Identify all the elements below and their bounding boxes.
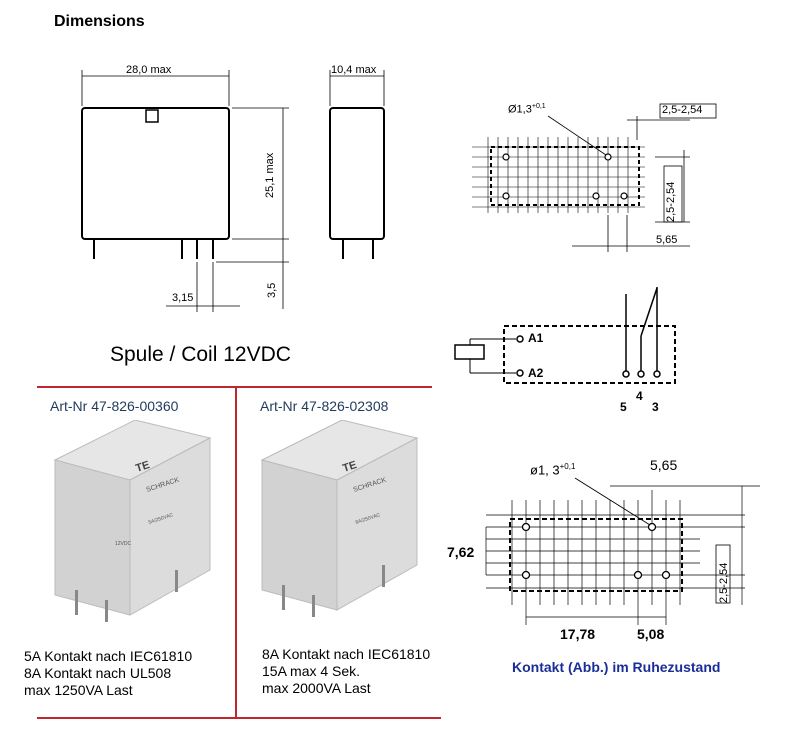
relay-end-view xyxy=(329,107,385,259)
pcb-bottom-left-dim: 7,62 xyxy=(447,544,475,560)
terminal-a1-label: A1 xyxy=(528,331,544,345)
relay-photo-1: TE SCHRACK 5A/250VAC 12VDC xyxy=(53,420,212,622)
svg-text:TE: TE xyxy=(341,459,358,475)
spec-line: max 1250VA Last xyxy=(24,682,133,698)
spec-line: 8A Kontakt nach IEC61810 xyxy=(262,646,431,662)
pin-length-label: 3,5 xyxy=(266,282,278,298)
coil-title: Spule / Coil 12VDC xyxy=(110,343,291,366)
spec-line: 15A max 4 Sek. xyxy=(262,663,361,679)
pcb-bottom-right-dim: 2,5-2,54 xyxy=(718,562,730,603)
pin-3-label: 3 xyxy=(652,400,659,414)
pcb-bottom-dim-b: 5,08 xyxy=(637,626,665,642)
pcb-bottom-dim-a: 17,78 xyxy=(560,626,596,642)
product-1-specs: 5A Kontakt nach IEC61810 8A Kontakt nach… xyxy=(24,648,192,699)
pcb-top-pitch-label: 2,5-2,54 xyxy=(662,104,703,116)
relay-side-view xyxy=(81,107,230,259)
pin-4-label: 4 xyxy=(636,389,643,403)
divider-lines xyxy=(37,386,441,719)
pcb-layout-bottom xyxy=(485,477,760,625)
side-height-label: 25,1 max xyxy=(264,152,276,198)
svg-text:TE: TE xyxy=(134,459,151,475)
kontakt-note: Kontakt (Abb.) im Ruhezustand xyxy=(512,659,721,675)
product-2-specs: 8A Kontakt nach IEC61810 15A max 4 Sek. … xyxy=(262,646,430,697)
spec-line: max 2000VA Last xyxy=(262,680,371,696)
relay-schematic xyxy=(454,287,676,384)
pin-offset-label: 3,15 xyxy=(172,292,194,304)
page-title: Dimensions xyxy=(54,13,145,30)
pcb-top-hole-label: Ø1,3+0,1 xyxy=(508,103,546,116)
product-1-artnr: Art-Nr 47-826-00360 xyxy=(50,398,179,414)
side-width-label: 28,0 max xyxy=(126,64,172,76)
pcb-layout-top xyxy=(472,103,717,252)
pin-5-label: 5 xyxy=(620,400,627,414)
photo-1-voltage: 12VDC xyxy=(115,541,132,547)
terminal-a2-label: A2 xyxy=(528,366,544,380)
pcb-top-offset-label: 5,65 xyxy=(656,234,678,246)
relay-photo-2: TE SCHRACK 8A/250VAC xyxy=(260,420,419,617)
pcb-top-vpitch-label: 2,5-2,54 xyxy=(665,181,677,222)
product-2-artnr: Art-Nr 47-826-02308 xyxy=(260,398,389,414)
end-width-label: 10,4 max xyxy=(331,64,377,76)
pcb-bottom-hole-label: ø1, 3+0,1 xyxy=(530,462,576,478)
spec-line: 8A Kontakt nach UL508 xyxy=(24,665,172,681)
pcb-bottom-top-dim: 5,65 xyxy=(650,457,678,473)
spec-line: 5A Kontakt nach IEC61810 xyxy=(24,648,193,664)
